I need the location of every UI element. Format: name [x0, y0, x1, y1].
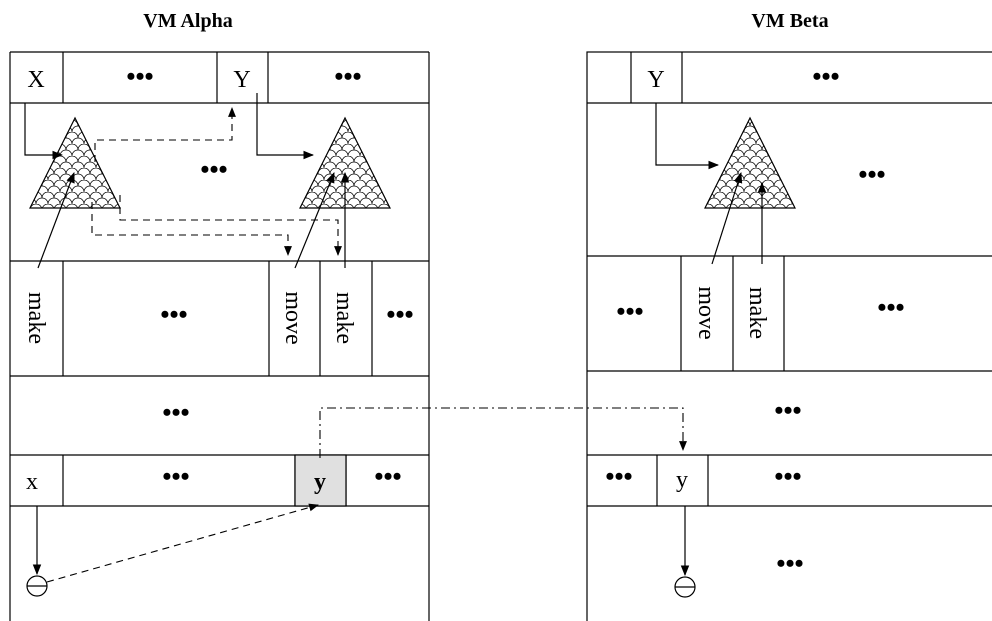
beta-stack-make: make: [744, 287, 770, 339]
beta-ref-dots-start: •••: [605, 462, 632, 491]
alpha-stack-dots: •••: [160, 300, 187, 329]
alpha-middle-dots: •••: [162, 398, 189, 427]
alpha-stack-move: move: [280, 291, 306, 344]
alpha-cell-X: X: [27, 67, 44, 93]
alpha-ref-dots-1: •••: [162, 462, 189, 491]
vm-alpha-title: VM Alpha: [143, 10, 232, 32]
beta-cell-Y: Y: [647, 67, 664, 93]
beta-ref-y: y: [676, 467, 688, 493]
beta-stack-dots-end: •••: [877, 293, 904, 322]
alpha-tree-X: [30, 118, 120, 208]
alpha-stack-make-2: make: [331, 292, 357, 344]
alpha-cell-Y: Y: [233, 67, 250, 93]
beta-stack-move: move: [693, 286, 719, 339]
beta-bottom-dots: •••: [776, 549, 803, 578]
alpha-ref-dots-2: •••: [374, 462, 401, 491]
alpha-heap-dots: •••: [200, 155, 227, 184]
alpha-ref-x: x: [26, 469, 38, 495]
vm-beta-frame: [587, 52, 992, 621]
alpha-stack-make-1: make: [23, 292, 49, 344]
beta-top-dots: •••: [812, 62, 839, 91]
alpha-top-dots-1: •••: [126, 62, 153, 91]
beta-middle-dots: •••: [774, 396, 801, 425]
vm-beta-title: VM Beta: [751, 10, 828, 32]
beta-stack-dots-start: •••: [616, 297, 643, 326]
alpha-ref-y: y: [314, 469, 326, 495]
beta-ref-dots: •••: [774, 462, 801, 491]
beta-tree-Y: [705, 118, 795, 208]
beta-heap-dots: •••: [858, 160, 885, 189]
alpha-stack-dots-end: •••: [386, 300, 413, 329]
cross-vm-reference-arrow: [320, 408, 683, 458]
alpha-top-dots-2: •••: [334, 62, 361, 91]
